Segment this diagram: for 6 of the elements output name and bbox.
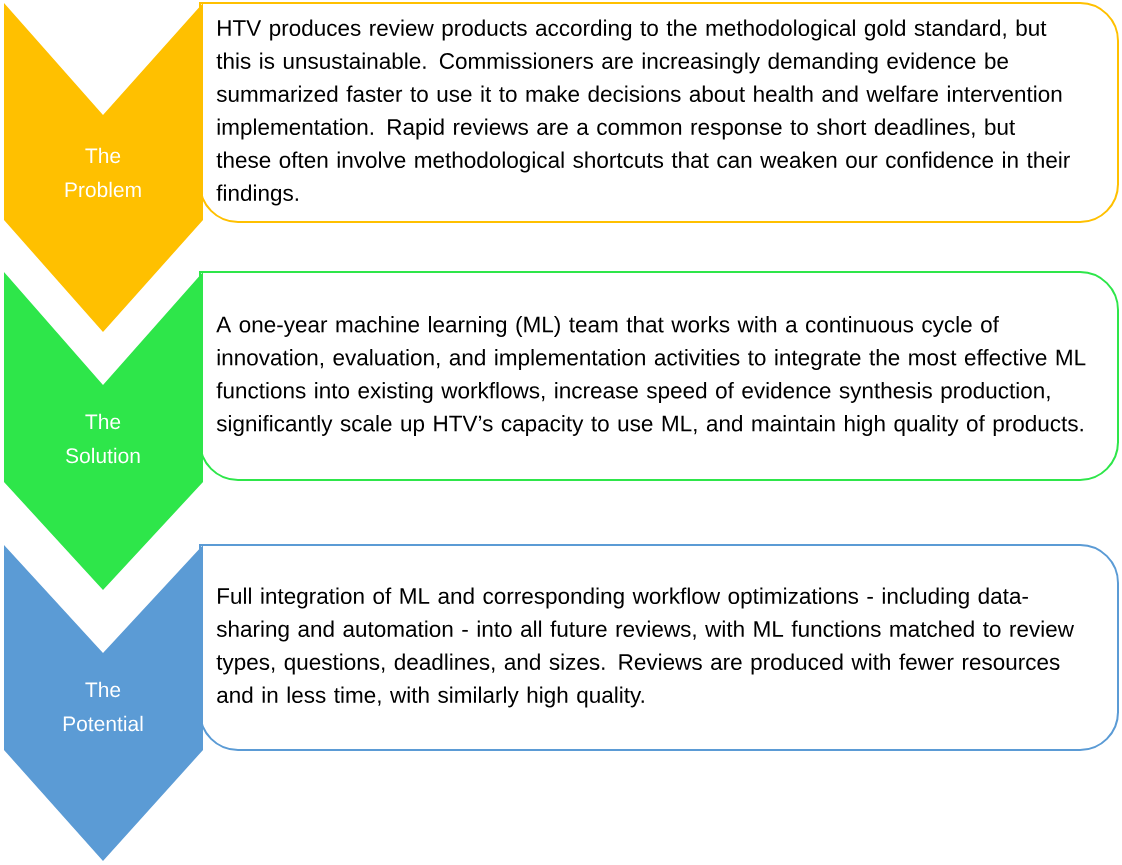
section-heading: The Potential bbox=[4, 545, 203, 861]
text-box: A one-year machine learning (ML) team that works with a continuous cycle of innovation, evaluation, and implementation activities to integrate the most effective ML functions into existing workflows, increase speed of evidence synthesis production, significantly scale up HTV’s capacity to use ML, and maintain high quality of products. bbox=[199, 271, 1119, 481]
section-heading: The Solution bbox=[4, 272, 203, 590]
section-heading: The Problem bbox=[4, 3, 203, 332]
text-box: Full integration of ML and corresponding workflow optimizations - including data-sharing and automation - into all future reviews, with ML functions matched to review types, questions, deadlines, and sizes. Reviews are produced with fewer resources and in less time, with similarly high quality. bbox=[199, 544, 1119, 751]
text-box: HTV produces review products according to the methodological gold standard, but this is unsustainable. Commissioners are increasingly demanding evidence be summarized faster to use it to make decisions about health and welfare intervention implementation. Rapid reviews are a common response to short deadlines, but these often involve methodological shortcuts that can weaken our confidence in their findings. bbox=[199, 2, 1119, 223]
